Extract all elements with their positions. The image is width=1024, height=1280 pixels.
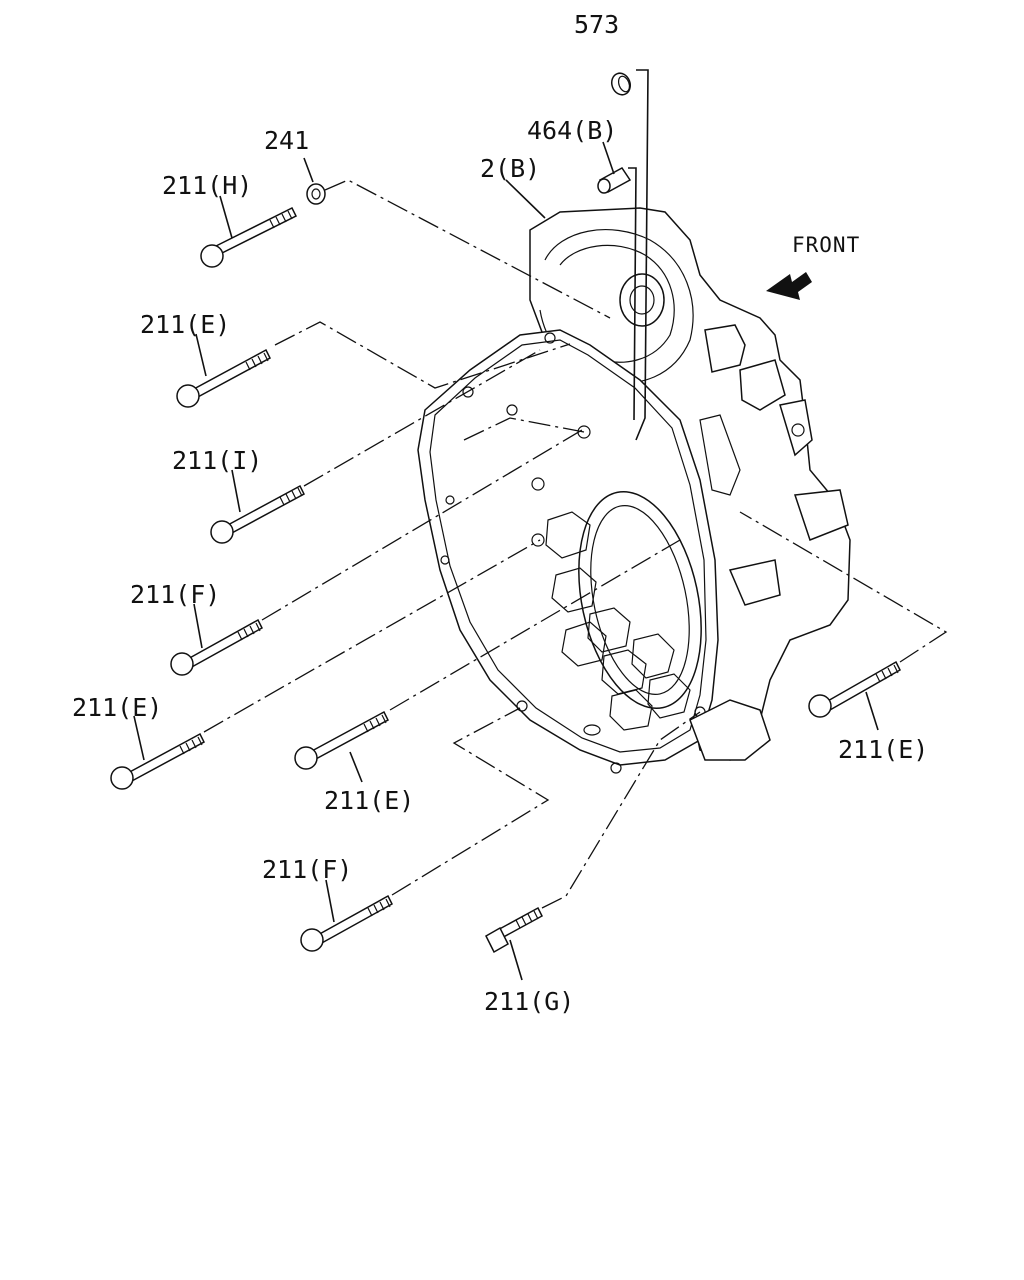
bolt-211e-1 [176, 348, 271, 408]
label-211e-2: 211(E) [72, 693, 162, 722]
front-arrow-icon [766, 272, 812, 300]
label-211h: 211(H) [162, 171, 252, 200]
part-241 [306, 183, 326, 205]
part-464b [597, 167, 632, 194]
bolt-211f-1 [170, 618, 263, 676]
leader-lines [133, 69, 879, 981]
bolt-211e-2 [110, 732, 205, 790]
callout-labels: 573 464(B) 2(B) 241 211(H) 211(E) 211(I)… [72, 10, 928, 1016]
flywheel-housing [417, 207, 851, 774]
label-211e-3: 211(E) [324, 786, 414, 815]
label-211e-1: 211(E) [140, 310, 230, 339]
rib-pattern [545, 511, 691, 731]
label-211f-2: 211(F) [262, 855, 352, 884]
part-573 [610, 72, 632, 96]
front-indicator: FRONT [766, 233, 860, 300]
label-573: 573 [574, 10, 619, 39]
bolt-211h [200, 206, 298, 268]
bolt-211e-4 [808, 660, 901, 718]
stud-211g [485, 906, 543, 954]
assembly-lines [203, 179, 948, 909]
label-211f-1: 211(F) [130, 580, 220, 609]
label-211e-4: 211(E) [838, 735, 928, 764]
bolt-211e-3 [294, 710, 389, 770]
bolt-211f-2 [300, 894, 393, 952]
label-2b: 2(B) [480, 154, 540, 183]
label-211i: 211(I) [172, 446, 262, 475]
label-241: 241 [264, 126, 309, 155]
bolt-211i [210, 484, 305, 544]
label-211g: 211(G) [484, 987, 574, 1016]
front-label: FRONT [792, 233, 860, 257]
label-464b: 464(B) [527, 116, 617, 145]
